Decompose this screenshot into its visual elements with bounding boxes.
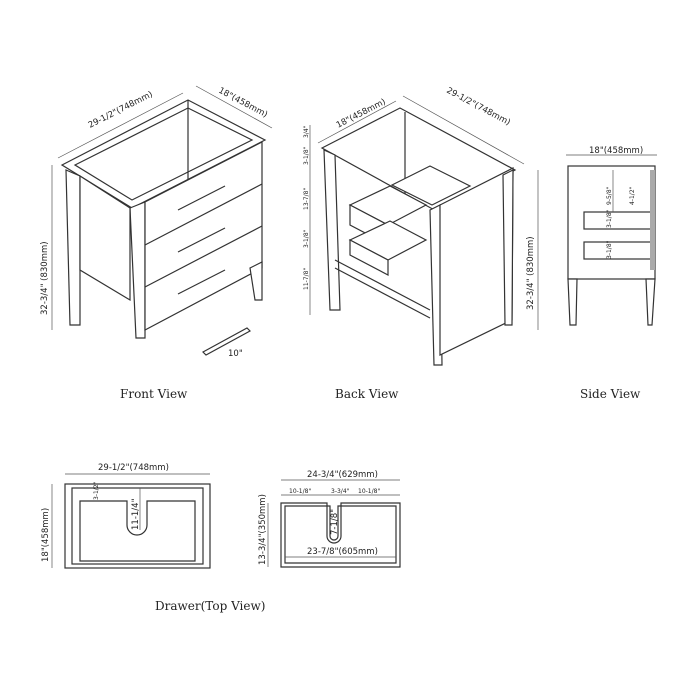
front-view: 29-1/2"(748mm) 18"(458mm) 32-3/4" (830mm… xyxy=(40,85,273,359)
drawer-right-height: 13-3/4"(350mm) xyxy=(258,494,268,565)
back-dim-4: 3-1/8" xyxy=(303,229,310,248)
back-view-caption: Back View xyxy=(335,387,399,401)
side-right-leg xyxy=(645,278,656,326)
back-width-label: 29-1/2"(748mm) xyxy=(445,86,512,128)
side-dim-1: 9-5/8" xyxy=(606,186,613,205)
back-dim-1: 3/4" xyxy=(303,125,310,138)
drawer-view-caption: Drawer(Top View) xyxy=(155,599,265,613)
front-depth-label: 18"(458mm) xyxy=(217,86,270,120)
front-height-label: 32-3/4" (830mm) xyxy=(40,241,50,315)
front-view-caption: Front View xyxy=(120,387,188,401)
side-dim-4: 3-1/8" xyxy=(606,240,613,259)
drawer-right-mid-seg: 3-3/4" xyxy=(331,488,350,495)
back-dim-5: 11-7/8" xyxy=(303,268,310,290)
back-left-leg xyxy=(323,149,341,311)
handle-detail xyxy=(202,327,251,356)
drawer-u-cutout xyxy=(79,500,196,562)
side-dim-3: 3-1/8" xyxy=(606,209,613,228)
back-dim-3: 13-7/8" xyxy=(303,188,310,210)
drawer-top-view-right: 24-3/4"(629mm) 10-1/8" 3-3/4" 10-1/8" 13… xyxy=(258,470,401,568)
front-left-leg xyxy=(65,169,81,326)
drawer-left-cutout: 11-1/4" xyxy=(131,498,141,530)
drawer-left-depth: 18"(458mm) xyxy=(41,508,51,562)
drawer-handle xyxy=(177,185,226,211)
side-dim-2: 4-1/2" xyxy=(629,186,636,205)
side-view-caption: Side View xyxy=(580,387,641,401)
drawer-handle xyxy=(177,269,226,295)
back-right-leg xyxy=(429,204,443,366)
drawer-top-view-left: 29-1/2"(748mm) 18"(458mm) 11-1/4" 3-1/2" xyxy=(41,463,211,569)
handle-length-label: 10" xyxy=(228,349,243,359)
drawer-right-left-seg: 10-1/8" xyxy=(289,488,311,495)
drawer-left-width: 29-1/2"(748mm) xyxy=(98,463,169,473)
drawer-left-offset: 3-1/2" xyxy=(93,481,100,500)
front-right-leg xyxy=(129,201,146,339)
drawer-right-width: 24-3/4"(629mm) xyxy=(307,470,378,480)
back-view: 18"(458mm) 29-1/2"(748mm) 32-3/4" (830mm… xyxy=(303,86,539,366)
back-height-label: 32-3/4" (830mm) xyxy=(526,236,536,310)
side-view: 18"(458mm) 9-5/8" 4-1/2" 3-1/8" 3-1/8" xyxy=(566,146,657,326)
side-depth-label: 18"(458mm) xyxy=(589,146,643,156)
back-dim-2: 3-1/8" xyxy=(303,146,310,165)
drawer-right-right-seg: 10-1/8" xyxy=(358,488,380,495)
drawer-right-cutout: 7-1/8" xyxy=(330,509,340,535)
drawer-right-inner-width: 23-7/8"(605mm) xyxy=(307,547,378,557)
drawer-handle xyxy=(177,227,226,253)
side-left-leg xyxy=(567,278,578,326)
